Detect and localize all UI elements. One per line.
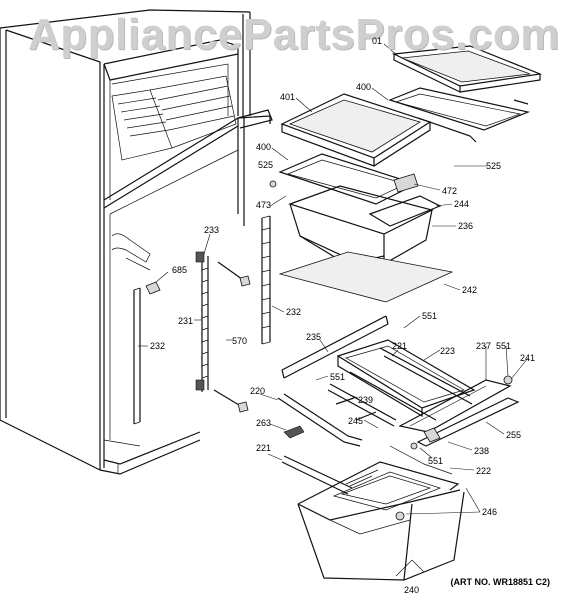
callout-525-left: 525	[258, 160, 274, 170]
callout-233: 233	[204, 225, 220, 235]
callout-231: 231	[178, 316, 194, 326]
callout-685: 685	[172, 265, 188, 275]
right-slide-rail	[398, 375, 520, 450]
callout-263: 263	[256, 418, 272, 428]
callout-400-top: 400	[356, 82, 372, 92]
crisper-glass-cover	[278, 251, 454, 303]
cabinet-outline	[0, 9, 273, 475]
callout-238: 238	[474, 446, 490, 456]
shelf-rail-left	[133, 287, 141, 425]
callout-245: 245	[348, 416, 364, 426]
callout-244: 244	[454, 199, 470, 209]
shelf-ladder	[195, 251, 209, 392]
drawer-bar	[277, 393, 363, 447]
callout-239: 239	[358, 395, 374, 405]
callout-241: 241	[520, 353, 536, 363]
callout-01: 01	[372, 36, 383, 46]
callout-220: 220	[250, 386, 266, 396]
callout-401: 401	[280, 92, 296, 102]
callout-570: 570	[232, 336, 248, 346]
callout-242: 242	[462, 285, 478, 295]
hinge-and-screw	[243, 180, 277, 226]
callout-551-right: 551	[496, 341, 512, 351]
callout-255: 255	[506, 430, 522, 440]
crisper-drawers	[297, 461, 465, 581]
callout-472: 472	[442, 186, 458, 196]
callout-551-top: 551	[422, 311, 438, 321]
art-number: (ART NO. WR18851 C2)	[450, 577, 550, 587]
callout-237: 237	[476, 341, 492, 351]
callout-223: 223	[440, 346, 456, 356]
callout-236: 236	[458, 221, 474, 231]
callout-246: 246	[482, 507, 498, 517]
callout-221-bottom: 221	[256, 443, 272, 453]
callout-240: 240	[404, 585, 420, 595]
shelf-frame-middle	[278, 153, 419, 205]
watermark-text: AppliancePartsPros.com	[28, 10, 560, 59]
callout-235: 235	[306, 332, 322, 342]
cam-part-685	[145, 281, 161, 295]
callout-551-mid: 551	[330, 372, 346, 382]
callout-leaders	[138, 43, 529, 577]
callout-525-right: 525	[486, 161, 502, 171]
callout-232-left: 232	[150, 341, 166, 351]
callout-221-top: 221	[392, 341, 408, 351]
shelf-glass-middle	[280, 93, 432, 167]
shelf-rail-right	[261, 215, 271, 345]
callout-400-middle: 400	[256, 142, 272, 152]
callout-222: 222	[476, 466, 492, 476]
screw-set-570	[213, 261, 251, 413]
callout-232-right: 232	[286, 307, 302, 317]
shelf-glass-top	[391, 45, 543, 93]
callout-473: 473	[256, 200, 272, 210]
callout-551-bottom: 551	[428, 456, 444, 466]
shelf-frame-top	[388, 87, 531, 143]
drawer-slide-assembly	[281, 315, 476, 427]
